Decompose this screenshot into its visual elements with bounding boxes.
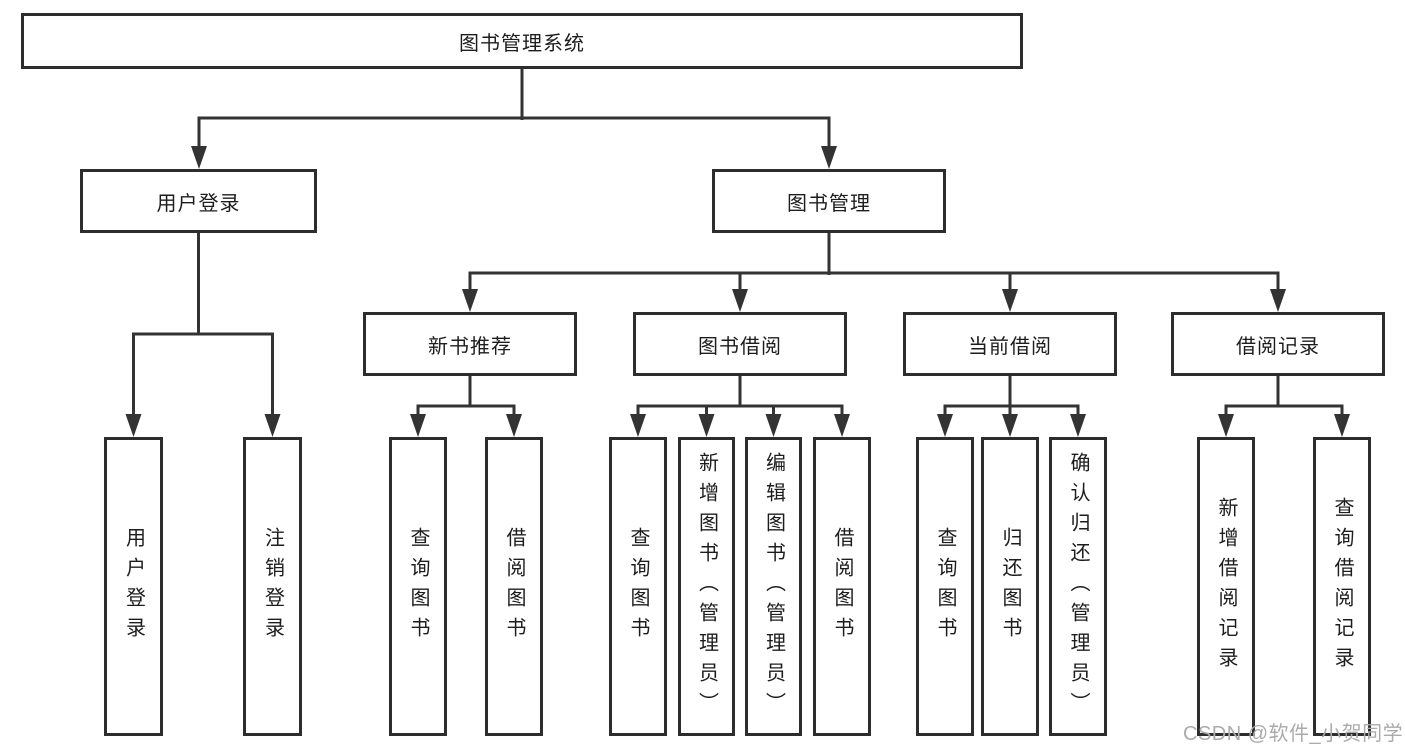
leaf-label: 注销登录: [261, 526, 284, 647]
leaf-label: 归还图书: [999, 526, 1021, 647]
leaf-label: 借阅图书: [831, 526, 853, 647]
node-leaf-add-book-admin: 新增图书（管理员）: [678, 437, 735, 736]
node-leaf-query-books-3: 查询图书: [916, 437, 974, 736]
node-leaf-user-login: 用户登录: [104, 437, 163, 736]
leaf-label: 新增图书（管理员）: [695, 451, 718, 722]
node-book-management: 图书管理: [712, 169, 946, 233]
node-borrowing-records: 借阅记录: [1171, 312, 1385, 376]
node-library-system: 图书管理系统: [21, 13, 1023, 69]
leaf-label: 编辑图书（管理员）: [762, 451, 785, 722]
leaf-label: 新增借阅记录: [1215, 496, 1237, 677]
csdn-watermark: CSDN @软件_小贺同学: [1183, 723, 1404, 745]
node-leaf-add-borrow-record: 新增借阅记录: [1197, 437, 1255, 736]
node-user-login: 用户登录: [80, 169, 317, 233]
leaf-label: 查询图书: [627, 526, 649, 647]
leaf-label: 查询借阅记录: [1331, 496, 1353, 677]
node-leaf-confirm-return-admin: 确认归还（管理员）: [1049, 437, 1107, 736]
node-current-borrowing: 当前借阅: [903, 312, 1117, 376]
node-leaf-borrow-books-2: 借阅图书: [813, 437, 871, 736]
node-leaf-query-books-2: 查询图书: [609, 437, 667, 736]
leaf-label: 确认归还（管理员）: [1067, 451, 1089, 722]
arrowheads: [125, 146, 1350, 437]
node-leaf-logout: 注销登录: [243, 437, 302, 736]
node-new-book-recommend: 新书推荐: [363, 312, 577, 376]
node-book-borrowing: 图书借阅: [633, 312, 847, 376]
leaf-label: 查询图书: [407, 526, 429, 647]
leaf-label: 借阅图书: [503, 526, 525, 647]
node-leaf-query-borrow-record: 查询借阅记录: [1313, 437, 1371, 736]
node-leaf-query-books-1: 查询图书: [389, 437, 447, 736]
node-leaf-borrow-books-1: 借阅图书: [485, 437, 543, 736]
leaf-label: 用户登录: [122, 526, 145, 647]
node-leaf-return-book: 归还图书: [981, 437, 1039, 736]
node-leaf-edit-book-admin: 编辑图书（管理员）: [745, 437, 802, 736]
leaf-label: 查询图书: [934, 526, 956, 647]
